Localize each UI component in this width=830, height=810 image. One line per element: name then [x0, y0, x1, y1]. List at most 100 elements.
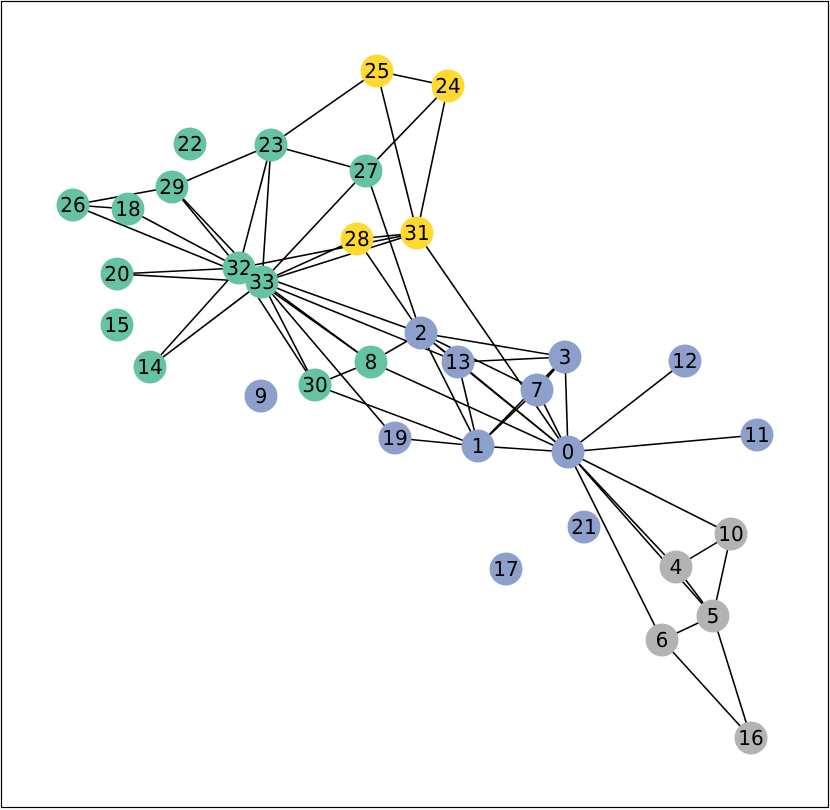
- node-label-31: 31: [404, 221, 429, 245]
- node-circle-19: [378, 421, 412, 455]
- edge-0-10: [567, 451, 732, 535]
- node-5: 5: [696, 599, 730, 633]
- node-label-26: 26: [60, 193, 85, 217]
- edge-1-2: [420, 332, 479, 447]
- node-circle-12: [668, 344, 702, 378]
- edge-2-28: [356, 238, 422, 334]
- edge-19-33: [261, 281, 396, 439]
- node-label-13: 13: [445, 350, 470, 374]
- node-8: 8: [354, 345, 388, 379]
- edge-14-32: [149, 267, 240, 368]
- node-circle-30: [298, 368, 332, 402]
- node-circle-27: [349, 154, 383, 188]
- node-14: 14: [133, 350, 167, 384]
- edge-0-31: [416, 232, 569, 453]
- edge-27-33: [261, 170, 367, 283]
- node-26: 26: [56, 188, 90, 222]
- node-label-25: 25: [364, 59, 389, 83]
- node-circle-18: [111, 192, 145, 226]
- node-circle-21: [567, 510, 601, 544]
- edge-18-32: [127, 208, 240, 269]
- node-circle-31: [400, 216, 434, 250]
- node-label-18: 18: [115, 197, 140, 221]
- node-circle-22: [173, 127, 207, 161]
- edge-0-5: [567, 451, 714, 617]
- node-label-28: 28: [344, 227, 369, 251]
- edge-24-27: [365, 85, 449, 172]
- edge-28-33: [261, 238, 358, 283]
- node-circle-4: [659, 550, 693, 584]
- node-label-4: 4: [670, 555, 683, 579]
- node-circle-0: [551, 435, 585, 469]
- node-circle-13: [441, 345, 475, 379]
- node-circle-10: [714, 517, 748, 551]
- node-29: 29: [155, 170, 189, 204]
- node-3: 3: [548, 340, 582, 374]
- node-label-21: 21: [571, 515, 596, 539]
- edge-2-27: [365, 170, 422, 334]
- node-31: 31: [400, 216, 434, 250]
- node-7: 7: [520, 373, 554, 407]
- edge-6-16: [661, 639, 752, 739]
- node-12: 12: [668, 344, 702, 378]
- node-label-15: 15: [104, 313, 129, 337]
- edge-23-33: [261, 144, 272, 283]
- node-1: 1: [461, 429, 495, 463]
- edge-5-16: [712, 615, 752, 739]
- node-label-7: 7: [531, 378, 544, 402]
- node-9: 9: [244, 379, 278, 413]
- edge-0-13: [457, 361, 569, 453]
- node-label-0: 0: [562, 440, 575, 464]
- edge-1-30: [314, 384, 479, 447]
- node-label-19: 19: [382, 426, 407, 450]
- node-circle-2: [404, 316, 438, 350]
- node-25: 25: [360, 54, 394, 88]
- node-circle-15: [100, 308, 134, 342]
- node-circle-26: [56, 188, 90, 222]
- edge-0-11: [567, 434, 758, 453]
- node-17: 17: [489, 552, 523, 586]
- edge-8-33: [261, 281, 372, 363]
- node-circle-24: [431, 69, 465, 103]
- node-33: 33: [245, 265, 279, 299]
- node-circle-16: [734, 721, 768, 755]
- node-22: 22: [173, 127, 207, 161]
- node-label-33: 33: [249, 270, 274, 294]
- edge-31-33: [261, 232, 418, 283]
- node-circle-20: [100, 257, 134, 291]
- node-27: 27: [349, 154, 383, 188]
- node-circle-33: [245, 265, 279, 299]
- node-circle-6: [645, 623, 679, 657]
- node-2: 2: [404, 316, 438, 350]
- node-label-10: 10: [718, 522, 743, 546]
- node-label-1: 1: [472, 434, 485, 458]
- edge-3-13: [457, 356, 566, 363]
- node-label-12: 12: [672, 349, 697, 373]
- node-circle-17: [489, 552, 523, 586]
- node-circle-25: [360, 54, 394, 88]
- node-24: 24: [431, 69, 465, 103]
- node-6: 6: [645, 623, 679, 657]
- node-13: 13: [441, 345, 475, 379]
- node-16: 16: [734, 721, 768, 755]
- edge-23-29: [171, 144, 272, 188]
- node-23: 23: [254, 128, 288, 162]
- node-label-8: 8: [365, 350, 378, 374]
- edge-0-6: [567, 451, 663, 641]
- node-18: 18: [111, 192, 145, 226]
- node-label-20: 20: [104, 262, 129, 286]
- node-label-17: 17: [493, 557, 518, 581]
- node-circle-14: [133, 350, 167, 384]
- node-label-30: 30: [302, 373, 327, 397]
- node-label-27: 27: [353, 159, 378, 183]
- node-label-3: 3: [559, 345, 572, 369]
- edge-29-32: [171, 186, 240, 269]
- node-19: 19: [378, 421, 412, 455]
- edge-25-31: [376, 70, 418, 234]
- node-label-9: 9: [255, 384, 268, 408]
- node-label-23: 23: [258, 133, 283, 157]
- node-label-6: 6: [656, 628, 669, 652]
- node-label-11: 11: [744, 423, 769, 447]
